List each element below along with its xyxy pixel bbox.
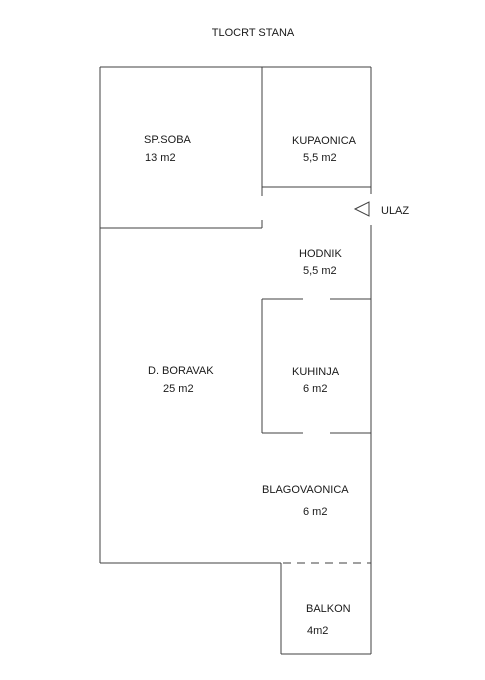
entrance-label: ULAZ bbox=[381, 205, 409, 217]
balcony-walls bbox=[280, 562, 372, 655]
room-name: BLAGOVAONICA bbox=[262, 484, 349, 496]
room-name: SP.SOBA bbox=[144, 134, 192, 146]
plan-title: TLOCRT STANA bbox=[212, 27, 295, 39]
room-name: KUHINJA bbox=[292, 366, 340, 378]
room-area: 6 m2 bbox=[303, 506, 327, 518]
room-area: 13 m2 bbox=[145, 152, 176, 164]
room-area: 5,5 m2 bbox=[303, 152, 337, 164]
room-labels: SP.SOBA 13 m2 KUPAONICA 5,5 m2 HODNIK 5,… bbox=[144, 134, 357, 637]
room-name: HODNIK bbox=[299, 248, 342, 260]
room-area: 6 m2 bbox=[303, 383, 327, 395]
room-area: 25 m2 bbox=[163, 383, 194, 395]
room-name: D. BORAVAK bbox=[148, 365, 214, 377]
entrance-arrow-icon bbox=[353, 201, 370, 217]
room-area: 5,5 m2 bbox=[303, 265, 337, 277]
room-name: BALKON bbox=[306, 603, 351, 615]
interior-walls bbox=[100, 67, 371, 434]
outer-walls bbox=[99, 66, 372, 564]
room-area: 4m2 bbox=[307, 625, 328, 637]
room-name: KUPAONICA bbox=[292, 135, 357, 147]
